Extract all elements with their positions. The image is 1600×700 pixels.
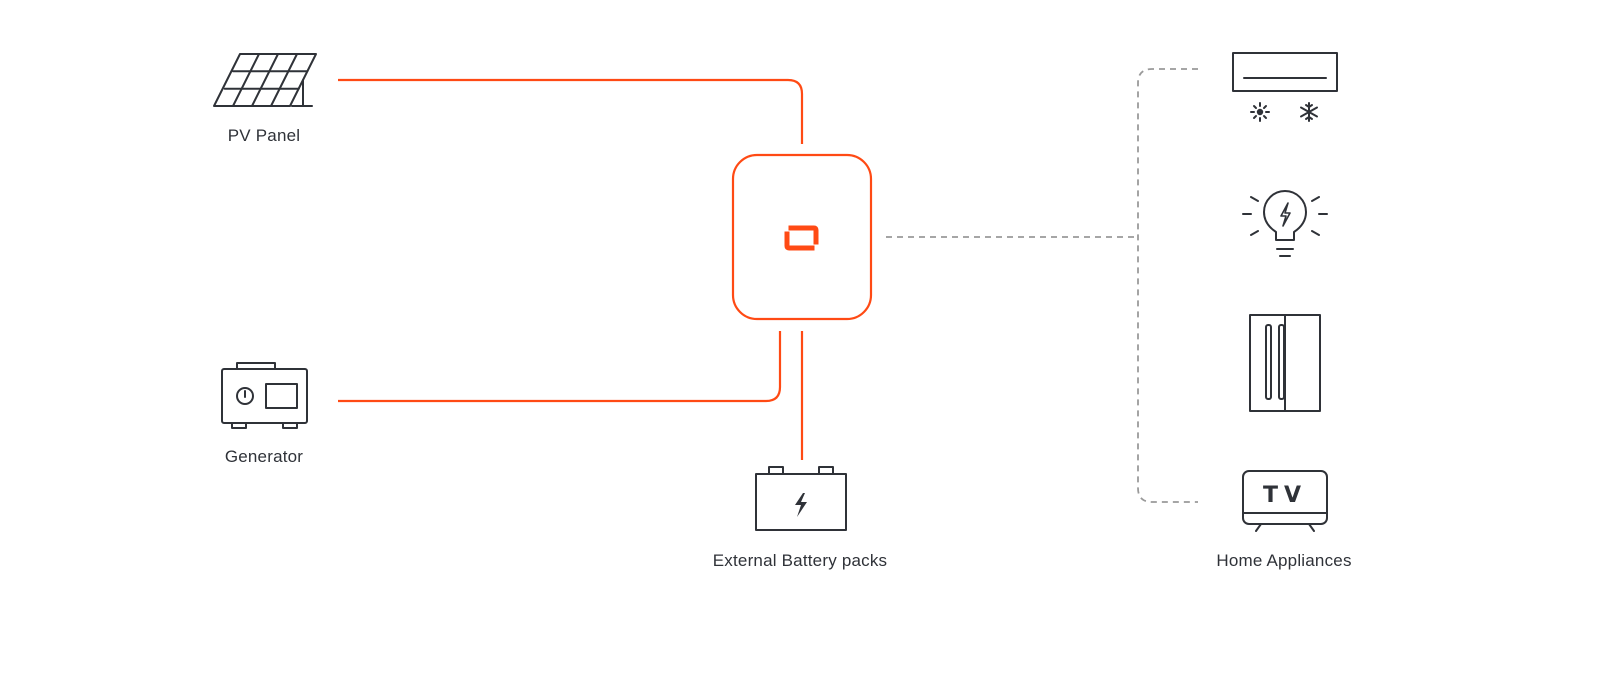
inverter xyxy=(731,153,873,321)
pv-to-inverter-line xyxy=(338,78,804,144)
inverter-box xyxy=(731,153,873,321)
pv-panel-label: PV Panel xyxy=(227,126,301,145)
air-conditioner-icon xyxy=(1232,52,1338,122)
home-appliances-label: Home Appliances xyxy=(1216,551,1352,570)
generator-icon xyxy=(221,362,308,429)
connections xyxy=(338,68,1198,503)
light-bulb-icon xyxy=(1242,190,1328,257)
refrigerator-icon xyxy=(1249,314,1321,412)
battery-label: External Battery packs xyxy=(712,551,888,570)
generator-to-inverter-line xyxy=(338,331,782,403)
inverter-logo-icon xyxy=(784,225,819,251)
solar-panel-icon xyxy=(213,53,317,107)
appliances-bus-line xyxy=(1137,68,1198,503)
generator-label: Generator xyxy=(224,447,304,466)
battery-icon xyxy=(755,466,847,531)
tv-icon: TV xyxy=(1242,470,1328,532)
tv-icon-text: TV xyxy=(1263,483,1307,508)
